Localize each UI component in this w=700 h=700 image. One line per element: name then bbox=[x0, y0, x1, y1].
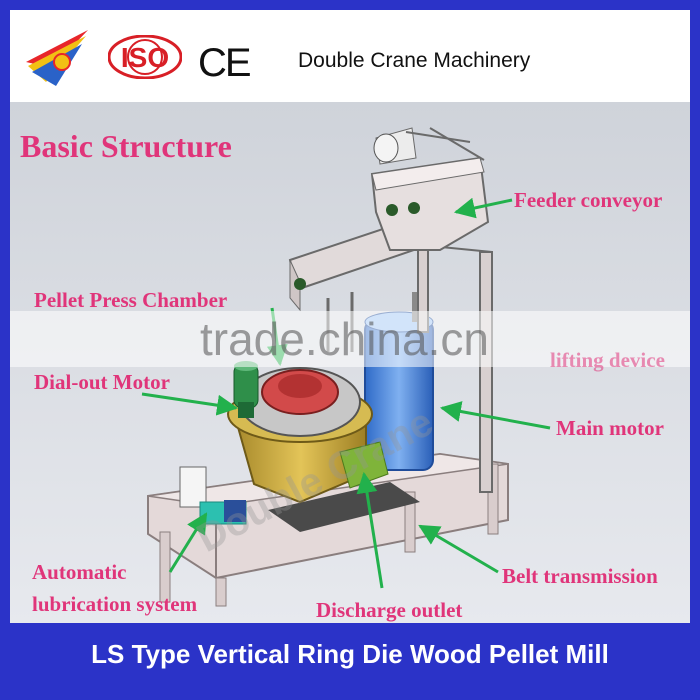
label-dial-out-motor: Dial-out Motor bbox=[34, 370, 170, 394]
arrow-feeder-conveyor bbox=[453, 197, 513, 219]
ce-mark: CE bbox=[198, 41, 252, 85]
label-feeder-conveyor: Feeder conveyor bbox=[514, 188, 663, 212]
machine-illustration bbox=[141, 127, 551, 607]
arrow-main-motor bbox=[439, 401, 551, 430]
lubrication-unit bbox=[179, 466, 247, 525]
arrow-belt-transmission bbox=[418, 524, 499, 574]
diagram-title: Basic Structure bbox=[20, 128, 232, 164]
iso-text: ISO bbox=[121, 42, 169, 73]
label-belt-transmission: Belt transmission bbox=[502, 564, 658, 588]
diagram-area: Double Crane trade.china.cn Basic Struct… bbox=[10, 102, 690, 623]
crane-logo-icon bbox=[26, 30, 88, 86]
arrow-discharge-outlet bbox=[356, 471, 384, 589]
feeder-conveyor bbox=[288, 127, 490, 352]
arrow-dial-out-motor bbox=[141, 392, 239, 416]
label-main-motor: Main motor bbox=[556, 416, 664, 440]
iso-badge-icon: ISO bbox=[108, 35, 182, 79]
company-name: Double Crane Machinery bbox=[298, 49, 531, 72]
ring-die-body bbox=[227, 367, 389, 504]
label-pellet-press-chamber: Pellet Press Chamber bbox=[34, 288, 228, 312]
label-lifting-device: lifting device bbox=[550, 348, 665, 372]
watermark-text: trade.china.cn bbox=[200, 313, 489, 365]
label-automatic-line1: Automatic bbox=[32, 560, 127, 584]
arrow-lubrication bbox=[168, 512, 208, 573]
footer-bar: LS Type Vertical Ring Die Wood Pellet Mi… bbox=[0, 623, 700, 700]
header-bar: ISO CE Double Crane Machinery bbox=[10, 10, 690, 102]
label-discharge-outlet: Discharge outlet bbox=[316, 598, 463, 622]
label-lubrication-line2: lubrication system bbox=[32, 592, 198, 616]
product-title: LS Type Vertical Ring Die Wood Pellet Mi… bbox=[91, 639, 609, 669]
watermark-band bbox=[10, 311, 690, 367]
